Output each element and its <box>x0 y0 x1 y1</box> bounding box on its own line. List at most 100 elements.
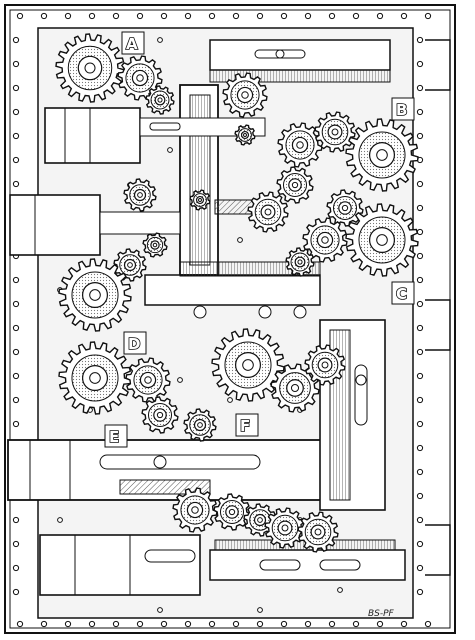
gear <box>304 344 346 386</box>
gear <box>276 166 314 204</box>
label-group: A B C D E F <box>104 31 415 448</box>
gear <box>183 408 217 442</box>
gear <box>213 493 251 531</box>
gear <box>270 363 320 413</box>
rivet <box>12 420 20 428</box>
rivet <box>184 620 192 628</box>
rivet <box>12 60 20 68</box>
rivet <box>237 237 243 243</box>
rivet <box>12 516 20 524</box>
label-d: D <box>128 335 140 353</box>
gear-layer <box>55 33 419 553</box>
rivet <box>12 156 20 164</box>
rivet <box>416 132 424 140</box>
rivet <box>208 620 216 628</box>
rivet <box>16 620 24 628</box>
rivet <box>88 620 96 628</box>
gear <box>211 328 285 402</box>
rivet <box>64 620 72 628</box>
rivet <box>12 324 20 332</box>
gear <box>125 357 171 403</box>
rivet <box>12 588 20 596</box>
gear <box>345 118 419 192</box>
gear <box>189 189 211 211</box>
gear <box>123 178 157 212</box>
rivet <box>157 607 163 613</box>
gear <box>58 258 132 332</box>
gear <box>172 487 218 533</box>
rivet <box>232 620 240 628</box>
rivet <box>416 348 424 356</box>
label-c: C <box>396 285 407 303</box>
rivet <box>12 300 20 308</box>
rivet <box>416 84 424 92</box>
rivet <box>12 180 20 188</box>
rivet <box>337 587 343 593</box>
rivet <box>376 620 384 628</box>
rivet <box>256 620 264 628</box>
rivet <box>352 620 360 628</box>
rivet <box>416 36 424 44</box>
rivet <box>416 588 424 596</box>
rivet <box>416 444 424 452</box>
rivet <box>160 12 168 20</box>
rivet <box>416 60 424 68</box>
rivet <box>12 372 20 380</box>
rivet <box>12 564 20 572</box>
rivet <box>416 516 424 524</box>
rivet <box>416 324 424 332</box>
rivet <box>136 620 144 628</box>
rivet <box>227 397 233 403</box>
slide-block-c <box>144 261 321 319</box>
rivet <box>416 420 424 428</box>
plunger-top-left <box>44 107 266 164</box>
rivet <box>257 607 263 613</box>
rivet <box>157 37 163 43</box>
rivet <box>167 147 173 153</box>
label-f: F <box>240 417 250 435</box>
rivet <box>416 468 424 476</box>
rivet <box>112 12 120 20</box>
rivet <box>416 228 424 236</box>
rivet <box>416 540 424 548</box>
rivet <box>416 180 424 188</box>
rivet <box>400 620 408 628</box>
rivet <box>416 564 424 572</box>
rivet <box>88 12 96 20</box>
rivet <box>256 12 264 20</box>
gear <box>302 217 348 263</box>
rivet <box>57 517 63 523</box>
rivet <box>112 620 120 628</box>
gear <box>314 111 356 153</box>
rivet <box>177 377 183 383</box>
gear <box>285 247 315 277</box>
gear <box>58 341 132 415</box>
rivet <box>232 12 240 20</box>
rivet <box>12 132 20 140</box>
rivet <box>184 12 192 20</box>
gear <box>345 203 419 277</box>
gear <box>141 396 179 434</box>
slider-e <box>7 439 329 501</box>
gear <box>222 72 268 118</box>
gear <box>326 189 364 227</box>
rivet <box>12 540 20 548</box>
rivet <box>328 12 336 20</box>
rivet <box>304 620 312 628</box>
rivet <box>136 12 144 20</box>
rivet <box>416 396 424 404</box>
rivet <box>416 252 424 260</box>
rivet <box>416 276 424 284</box>
rivet <box>208 12 216 20</box>
rivet <box>12 36 20 44</box>
gear <box>234 124 256 146</box>
label-b: B <box>396 101 407 119</box>
rivet <box>12 276 20 284</box>
rivet <box>416 204 424 212</box>
label-e: E <box>109 428 119 446</box>
rivet <box>416 300 424 308</box>
rivet <box>40 620 48 628</box>
gear <box>55 33 125 103</box>
rivet <box>328 620 336 628</box>
rivet <box>416 492 424 500</box>
